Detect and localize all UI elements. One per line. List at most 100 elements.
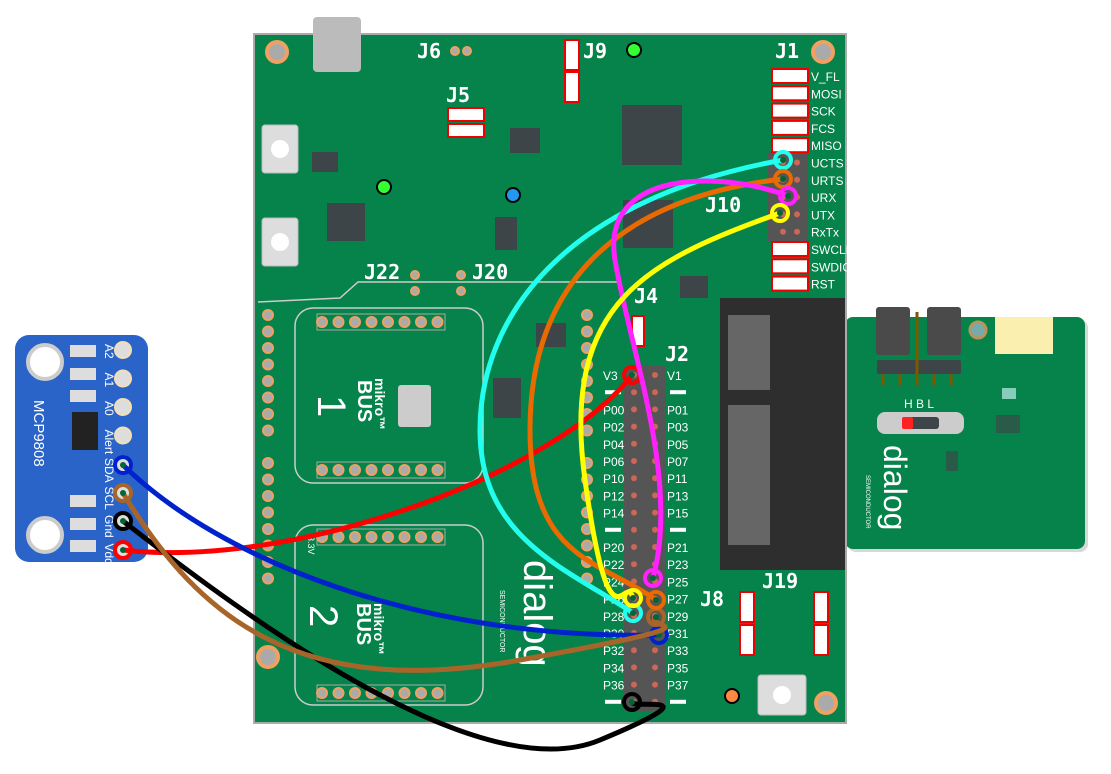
j2-pin-label: P14: [603, 507, 625, 521]
j2-pin-label: P06: [603, 455, 625, 469]
wire-vdd-v3[interactable]: [120, 372, 635, 556]
j2-pin-label: P21: [667, 541, 689, 555]
board-logo: dialog: [515, 560, 559, 667]
mikrobus-pin: [365, 531, 378, 543]
j2-pin-label: V1: [667, 369, 682, 383]
mikrobus-pin: [332, 316, 345, 328]
j1-pin-label: SCK: [811, 105, 836, 119]
sensor-pin-label: Alert: [102, 430, 116, 455]
mikrobus-pin: [316, 687, 328, 699]
j1-jumper[interactable]: [771, 241, 809, 257]
wire-end[interactable]: [113, 540, 133, 560]
j2-pin-label: P10: [603, 472, 625, 486]
board-connectors-j8-label: J8: [700, 587, 724, 611]
mikrobus-pin: [332, 531, 345, 543]
j2-pin-label: P01: [667, 403, 689, 417]
j1-jumper[interactable]: [771, 119, 809, 136]
button-k2[interactable]: [773, 686, 791, 704]
j2-pin-label: P28: [603, 610, 625, 624]
j2-pin-label: P11: [667, 472, 688, 486]
mikrobus-pin: [349, 687, 361, 699]
board-mikrobus2-voltage-label: 3.3V: [306, 536, 316, 555]
board-mikrobus1-number-label: 1: [309, 395, 353, 417]
button-reset[interactable]: [271, 140, 289, 158]
mikrobus-pin: [332, 464, 345, 476]
mikrobus-pin: [365, 464, 378, 476]
mikrobus-pin: [431, 316, 444, 328]
j1-jumper[interactable]: [771, 102, 809, 119]
j1-jumper[interactable]: [771, 68, 809, 84]
board-connectors-j10-label: J10: [705, 193, 741, 217]
wire-end[interactable]: [778, 186, 798, 206]
wire-ucts-p28[interactable]: [477, 157, 786, 616]
j2-pin-label: P12: [603, 489, 625, 503]
mikrobus-pin: [262, 523, 274, 535]
sensor-pin[interactable]: [114, 369, 132, 388]
wire-end[interactable]: [646, 590, 666, 610]
mikrobus-pin: [316, 316, 328, 328]
j2-pin-label: P04: [603, 438, 625, 452]
j1-jumper[interactable]: [771, 85, 809, 102]
j2-pin-label: P07: [667, 455, 689, 469]
wire-urx-p25[interactable]: [611, 178, 791, 581]
wire-end[interactable]: [770, 203, 790, 223]
j1-pin-label: V_FL: [811, 70, 840, 84]
daughterboard-logo-sub-label: SEMICONDUCTOR: [864, 475, 870, 529]
j1-jumper[interactable]: [771, 137, 809, 154]
mikrobus-pin: [262, 424, 274, 437]
j1-pin-label: UCTS: [811, 157, 844, 171]
mikrobus-pin: [349, 531, 361, 543]
j1-jumper[interactable]: [771, 258, 809, 275]
board-logo-sub-label: SEMICONDUCTOR: [498, 590, 505, 652]
mikrobus-pin: [382, 464, 394, 476]
mikrobus-pin: [349, 464, 361, 476]
wire-utx-p26[interactable]: [578, 210, 783, 601]
wire-end[interactable]: [773, 169, 793, 189]
wire-end[interactable]: [622, 692, 642, 712]
wire-end[interactable]: [113, 483, 133, 503]
j2-pin-label: P29: [667, 610, 689, 624]
arduino-pin: [581, 309, 593, 321]
board-mikrobus2-number-label: 2: [301, 605, 345, 627]
j2-pin-label: P05: [667, 438, 689, 452]
sensor-pin-label: A0: [102, 401, 116, 416]
board-mikrobus1-brand-top-label: mikro™: [372, 378, 388, 430]
j1-pin-label: RST: [811, 278, 836, 292]
j1-pin-label: RxTx: [811, 226, 839, 240]
mikrobus-pin: [316, 464, 328, 476]
mounting-holes: [256, 40, 838, 715]
j1-jumper[interactable]: [771, 275, 809, 292]
j1-pin-label: MISO: [811, 139, 842, 153]
wire-end[interactable]: [643, 568, 663, 588]
sensor-pin[interactable]: [114, 398, 132, 416]
j2-pin-label: P15: [667, 507, 689, 521]
button-k1[interactable]: [271, 233, 289, 251]
sensor-pin[interactable]: [114, 426, 132, 445]
wires: [113, 150, 798, 752]
mikrobus-pin: [349, 316, 361, 328]
wire-scl-p29[interactable]: [120, 490, 668, 673]
mikrobus-pin: [262, 506, 274, 519]
mikrobus-pin: [398, 531, 411, 543]
mikrobus-pin: [365, 316, 378, 328]
mikrobus-pin: [262, 358, 274, 371]
board-connectors-j1-label: J1: [775, 39, 799, 63]
sensor-pin-label: Vdd: [102, 544, 116, 565]
wire-urts-p27[interactable]: [527, 176, 786, 603]
mikrobus-pin: [415, 316, 427, 328]
wire-end[interactable]: [113, 511, 133, 531]
j2-pin-label: P25: [667, 575, 689, 589]
arduino-pin: [581, 325, 593, 338]
mikrobus-pin: [415, 687, 427, 699]
wire-end[interactable]: [623, 588, 643, 608]
j2-pin-label: P33: [667, 644, 689, 658]
sensor-pin[interactable]: [114, 341, 132, 359]
wire-end[interactable]: [773, 150, 793, 170]
j1-pin-label: MOSI: [811, 87, 842, 101]
wire-sda-p31[interactable]: [120, 462, 662, 638]
board-connectors-j6-label: J6: [417, 39, 441, 63]
wire-end[interactable]: [113, 455, 133, 475]
mikrobus-pin: [262, 473, 274, 486]
wire-gnd-gnd[interactable]: [120, 518, 666, 752]
